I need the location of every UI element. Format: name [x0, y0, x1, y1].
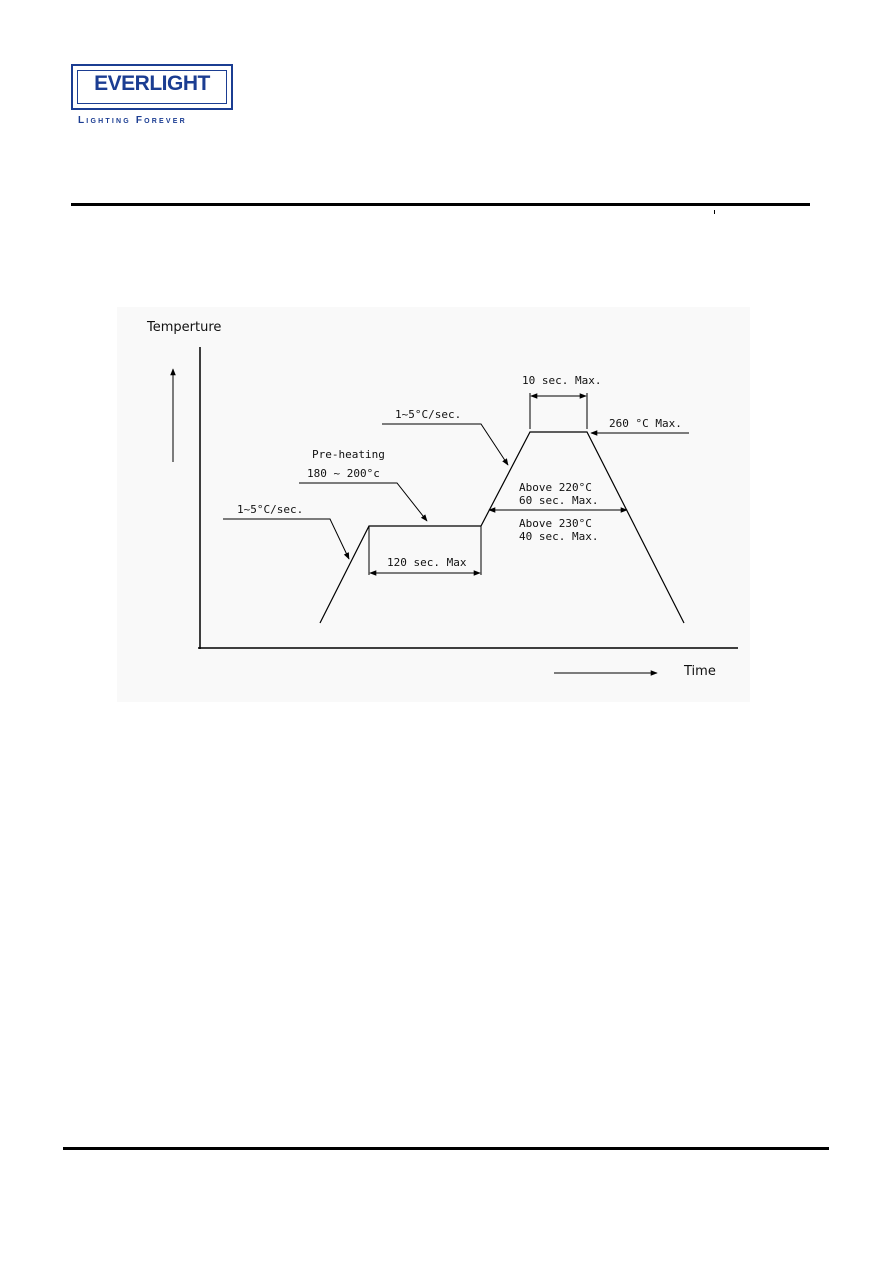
ramp-up-1-leader [223, 518, 350, 560]
peak-duration-label: 10 sec. Max. [522, 374, 601, 387]
above-220-line2: 60 sec. Max. [519, 494, 598, 507]
x-axis-label: Time [683, 664, 716, 679]
above-230-line1: Above 230°C [519, 517, 592, 530]
above-230-line2: 40 sec. Max. [519, 530, 598, 543]
header-rule [71, 203, 810, 206]
preheat-duration-label: 120 sec. Max [387, 556, 467, 569]
preheating-title: Pre-heating [312, 448, 385, 461]
above-220-line1: Above 220°C [519, 481, 592, 494]
reflow-profile-diagram: Temperture Time 120 sec. Max 10 sec. Max… [117, 307, 750, 702]
footer-rule [63, 1147, 829, 1150]
header-tick-mark [714, 210, 715, 214]
temperature-profile-curve [319, 431, 685, 624]
preheating-leader [299, 482, 428, 522]
everlight-logo: EVERLIGHT [71, 64, 233, 110]
y-axis-label: Temperture [146, 320, 221, 335]
peak-temp-label: 260 °C Max. [609, 417, 682, 430]
ramp-up-2-label: 1~5°C/sec. [395, 408, 461, 421]
preheating-range: 180 ~ 200°c [307, 467, 380, 480]
reflow-profile-svg: Temperture Time 120 sec. Max 10 sec. Max… [146, 320, 738, 679]
logo-tagline: Lighting Forever [78, 115, 187, 126]
ramp-up-2-leader [382, 423, 509, 466]
logo-brand-text: EVERLIGHT [94, 72, 210, 95]
logo-inner-frame [77, 70, 227, 104]
ramp-up-1-label: 1~5°C/sec. [237, 503, 303, 516]
